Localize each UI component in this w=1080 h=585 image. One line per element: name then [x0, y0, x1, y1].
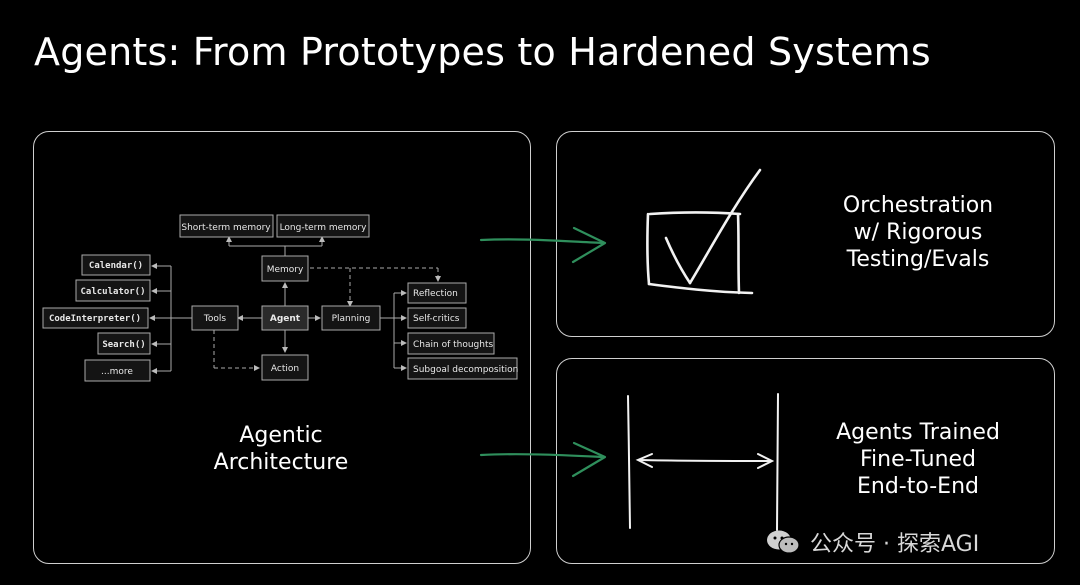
orchestration-label: Orchestration w/ Rigorous Testing/Evals	[808, 192, 1028, 273]
label-long-term-memory: Long-term memory	[280, 223, 368, 233]
box-memory	[261, 255, 309, 282]
checkbox-check-icon	[646, 168, 762, 295]
training-line3: End-to-End	[857, 474, 979, 499]
box-action	[261, 354, 309, 381]
box-tool-codeinterpreter	[42, 307, 149, 329]
label-tools: Tools	[203, 314, 226, 324]
orchestration-line2: w/ Rigorous	[853, 220, 983, 245]
box-plan-reflection	[407, 282, 467, 304]
box-long-term-memory	[276, 214, 370, 238]
wechat-icon	[767, 530, 800, 554]
orchestration-line3: Testing/Evals	[846, 247, 990, 272]
label-short-term-memory: Short-term memory	[181, 223, 271, 233]
diagram-connectors	[149, 236, 441, 374]
orchestration-line1: Orchestration	[842, 193, 994, 218]
box-tools	[191, 305, 239, 331]
green-arrow-bottom	[479, 453, 606, 459]
label-plan-selfcritics: Self-critics	[413, 314, 460, 324]
label-tool-calendar: Calendar()	[89, 261, 143, 271]
label-plan-chain: Chain of thoughts	[413, 340, 493, 350]
training-line1: Agents Trained	[836, 420, 1000, 445]
box-planning	[321, 305, 381, 331]
training-panel	[556, 358, 1055, 564]
training-line2: Fine-Tuned	[859, 447, 977, 472]
orchestration-panel	[556, 131, 1055, 337]
label-plan-reflection: Reflection	[413, 289, 458, 299]
label-memory: Memory	[267, 265, 304, 275]
watermark: 公众号 · 探索AGI	[766, 526, 979, 558]
label-plan-subgoal: Subgoal decomposition	[413, 365, 518, 375]
box-tool-more	[84, 359, 151, 382]
architecture-panel	[33, 131, 531, 564]
diagram-boxes	[42, 214, 518, 382]
box-plan-selfcritics	[407, 307, 467, 329]
label-tool-codeinterpreter: CodeInterpreter()	[49, 314, 141, 324]
green-arrowhead-top	[571, 226, 607, 264]
label-planning: Planning	[332, 314, 371, 324]
watermark-text: 公众号 · 探索AGI	[810, 532, 980, 557]
label-tool-more: ...more	[101, 367, 133, 377]
slide-title: Agents: From Prototypes to Hardened Syst…	[34, 30, 931, 74]
box-plan-chain	[407, 332, 495, 355]
green-arrowhead-bottom	[571, 441, 607, 478]
box-short-term-memory	[179, 214, 274, 238]
architecture-label: Agentic Architecture	[181, 422, 381, 476]
architecture-label-line1: Agentic	[239, 423, 323, 448]
box-agent	[261, 305, 309, 331]
label-action: Action	[271, 364, 299, 374]
architecture-label-line2: Architecture	[213, 450, 349, 475]
double-arrow-span-icon	[627, 393, 779, 531]
label-tool-calculator: Calculator()	[80, 287, 145, 297]
box-tool-calculator	[75, 279, 151, 302]
box-tool-search	[97, 332, 151, 355]
training-label: Agents Trained Fine-Tuned End-to-End	[808, 419, 1028, 500]
box-plan-subgoal	[407, 357, 518, 380]
green-arrow-top	[479, 238, 606, 245]
label-tool-search: Search()	[102, 340, 145, 350]
box-tool-calendar	[81, 254, 151, 276]
label-agent: Agent	[270, 314, 301, 324]
